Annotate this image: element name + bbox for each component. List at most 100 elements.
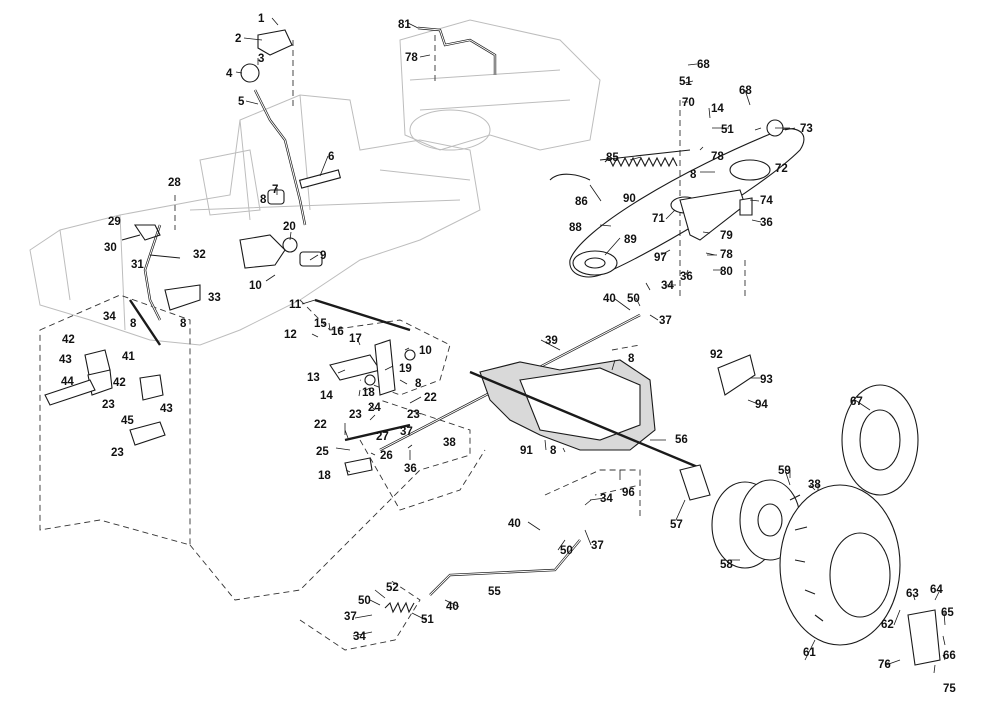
label-66: 66 xyxy=(943,650,956,662)
label-34c: 34 xyxy=(600,493,613,505)
label-8e: 8 xyxy=(690,169,697,181)
label-33: 33 xyxy=(208,292,221,304)
label-50b: 50 xyxy=(560,545,573,557)
leader-lines xyxy=(235,17,946,674)
label-13: 13 xyxy=(307,372,320,384)
label-78b: 78 xyxy=(711,151,724,163)
label-34b: 34 xyxy=(661,280,674,292)
label-8f: 8 xyxy=(628,353,635,365)
spring-52 xyxy=(384,601,415,614)
label-93: 93 xyxy=(760,374,773,386)
label-86: 86 xyxy=(575,196,588,208)
label-85: 85 xyxy=(606,152,619,164)
label-36a: 36 xyxy=(404,463,417,475)
label-74: 74 xyxy=(760,195,773,207)
label-51b: 51 xyxy=(721,124,734,136)
label-15: 15 xyxy=(314,318,327,330)
part-number-labels: 1 2 3 4 5 6 7 8 20 9 10 11 28 29 30 31 3… xyxy=(59,13,956,695)
label-43b: 43 xyxy=(160,403,173,415)
label-1: 1 xyxy=(258,13,265,25)
label-10a: 10 xyxy=(249,280,262,292)
label-40b: 40 xyxy=(508,518,521,530)
label-28: 28 xyxy=(168,177,181,189)
label-51a: 51 xyxy=(679,76,692,88)
label-91: 91 xyxy=(520,445,533,457)
label-75: 75 xyxy=(943,683,956,695)
label-4: 4 xyxy=(226,68,233,80)
chassis-ghost-outline xyxy=(29,19,601,346)
label-81: 81 xyxy=(398,19,411,31)
label-78c: 78 xyxy=(720,249,733,261)
label-89: 89 xyxy=(624,234,637,246)
label-40a: 40 xyxy=(603,293,616,305)
label-23c: 23 xyxy=(349,409,362,421)
label-70: 70 xyxy=(682,97,695,109)
label-80: 80 xyxy=(720,266,733,278)
label-39: 39 xyxy=(545,335,558,347)
label-18a: 18 xyxy=(362,387,375,399)
label-68b: 68 xyxy=(739,85,752,97)
label-7: 7 xyxy=(272,184,278,196)
label-9: 9 xyxy=(320,250,326,262)
label-30: 30 xyxy=(104,242,117,254)
label-24: 24 xyxy=(368,402,381,414)
label-52: 52 xyxy=(386,582,399,594)
label-94: 94 xyxy=(755,399,768,411)
label-44: 44 xyxy=(61,376,74,388)
label-8g: 8 xyxy=(550,445,557,457)
shift-lever-assembly xyxy=(239,29,342,269)
label-26: 26 xyxy=(380,450,393,462)
label-23a: 23 xyxy=(102,399,115,411)
label-64: 64 xyxy=(930,584,943,596)
belt-pulley-assembly xyxy=(549,119,805,278)
label-42a: 42 xyxy=(62,334,75,346)
label-51c: 51 xyxy=(421,614,434,626)
label-40c: 40 xyxy=(446,601,459,613)
label-37a: 37 xyxy=(400,426,413,438)
bracket-92 xyxy=(717,354,756,396)
label-23d: 23 xyxy=(407,409,420,421)
label-20: 20 xyxy=(283,221,296,233)
label-36c: 36 xyxy=(680,271,693,283)
label-58: 58 xyxy=(720,559,733,571)
label-5: 5 xyxy=(238,96,245,108)
label-16: 16 xyxy=(331,326,344,338)
label-43a: 43 xyxy=(59,354,72,366)
label-23b: 23 xyxy=(111,447,124,459)
label-88: 88 xyxy=(569,222,582,234)
label-29: 29 xyxy=(108,216,121,228)
label-19: 19 xyxy=(399,363,412,375)
label-97: 97 xyxy=(654,252,667,264)
transaxle xyxy=(469,359,711,501)
label-63: 63 xyxy=(906,588,919,600)
label-71: 71 xyxy=(652,213,665,225)
label-90: 90 xyxy=(623,193,636,205)
label-8c: 8 xyxy=(180,318,187,330)
label-22a: 22 xyxy=(424,392,437,404)
label-6: 6 xyxy=(328,151,334,163)
label-25: 25 xyxy=(316,446,329,458)
label-8b: 8 xyxy=(130,318,137,330)
label-36b: 36 xyxy=(760,217,773,229)
label-27: 27 xyxy=(376,431,389,443)
label-12: 12 xyxy=(284,329,297,341)
label-92: 92 xyxy=(710,349,723,361)
label-73: 73 xyxy=(800,123,813,135)
label-32: 32 xyxy=(193,249,206,261)
label-61: 61 xyxy=(803,647,816,659)
label-96: 96 xyxy=(622,487,635,499)
label-14b: 14 xyxy=(711,103,724,115)
label-10b: 10 xyxy=(419,345,432,357)
label-3: 3 xyxy=(258,53,264,65)
label-50a: 50 xyxy=(627,293,640,305)
label-34d: 34 xyxy=(353,631,366,643)
label-50c: 50 xyxy=(358,595,371,607)
label-2: 2 xyxy=(235,33,241,45)
mid-linkage xyxy=(314,298,416,476)
label-56: 56 xyxy=(675,434,688,446)
label-37b: 37 xyxy=(659,315,672,327)
label-79: 79 xyxy=(720,230,733,242)
label-37d: 37 xyxy=(344,611,357,623)
label-38a: 38 xyxy=(443,437,456,449)
